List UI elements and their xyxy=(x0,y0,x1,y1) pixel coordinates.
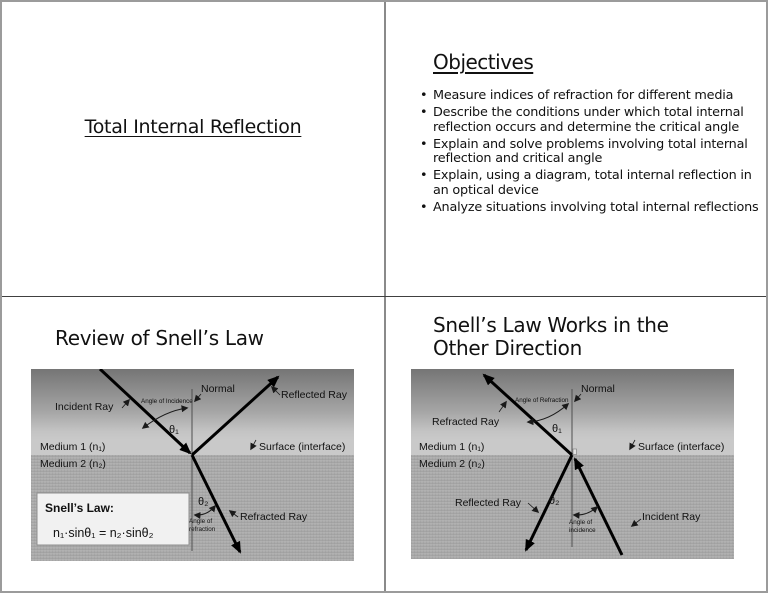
slide-objectives: Objectives Measure indices of refraction… xyxy=(386,2,766,296)
reflected-leader-arrow xyxy=(527,502,540,514)
medium1-label: Medium 1 (n₁) xyxy=(419,441,484,453)
angle-of-refraction-label-line1: Angle of xyxy=(189,518,212,525)
incident-ray-label: Incident Ray xyxy=(642,511,701,523)
medium2-label: Medium 2 (n₂) xyxy=(419,458,485,470)
theta2-label: θ₂ xyxy=(549,495,559,507)
angle-of-incidence-label-line1: Angle of xyxy=(569,519,592,526)
incident-ray-arrow xyxy=(573,457,624,556)
angle-of-refraction-arc xyxy=(526,403,570,426)
angle-of-incidence-arc xyxy=(572,505,599,519)
reflected-ray-arrow xyxy=(190,375,280,457)
refracted-ray-label: Refracted Ray xyxy=(432,416,500,428)
slide-title: Snell’s Law Works in the Other Direction xyxy=(433,313,669,360)
surface-label: Surface (interface) xyxy=(259,441,345,453)
reverse-snells-law-diagram: Refracted Ray Angle of Refraction Normal… xyxy=(411,369,734,559)
horizontal-divider xyxy=(2,296,766,297)
reflected-ray-arrow xyxy=(524,454,574,552)
normal-label: Normal xyxy=(581,383,615,395)
objective-bullet: Explain, using a diagram, total internal… xyxy=(419,169,762,198)
snells-law-heading: Snell’s Law: xyxy=(45,501,114,515)
slide-review-snells-law: Review of Snell’s Law xyxy=(2,297,384,591)
objective-bullet: Explain and solve problems involving tot… xyxy=(419,137,762,167)
objective-bullet: Measure indices of refraction for differ… xyxy=(419,88,762,103)
snells-law-diagram: Incident Ray Angle of Incidence Normal R… xyxy=(31,369,354,561)
angle-of-incidence-label: Angle of Incidence xyxy=(141,398,193,405)
surface-leader-arrow xyxy=(250,439,257,451)
medium2-label: Medium 2 (n₂) xyxy=(40,458,106,470)
page-title: Total Internal Reflection xyxy=(84,116,302,138)
reflected-ray-label: Reflected Ray xyxy=(281,389,348,401)
incident-leader-arrow xyxy=(121,398,130,409)
right-angle-marker xyxy=(572,448,577,455)
refracted-ray-label: Refracted Ray xyxy=(240,511,308,523)
angle-of-incidence-arc xyxy=(141,405,189,429)
angle-of-incidence-label-line2: incidence xyxy=(569,527,596,534)
reflected-leader-arrow xyxy=(270,385,281,396)
theta2-label: θ₂ xyxy=(198,496,208,508)
refracted-ray-arrow xyxy=(190,454,242,554)
slide-title-slide: Total Internal Reflection xyxy=(2,2,384,296)
snells-law-box xyxy=(36,492,190,546)
angle-of-refraction-label: Angle of Refraction xyxy=(515,397,569,404)
surface-leader-arrow xyxy=(629,439,636,451)
slide-other-direction: Snell’s Law Works in the Other Direction xyxy=(386,297,766,591)
normal-label: Normal xyxy=(201,383,235,395)
incident-leader-arrow xyxy=(630,518,642,527)
objective-bullet: Describe the conditions under which tota… xyxy=(419,106,762,135)
surface-label: Surface (interface) xyxy=(638,441,724,453)
theta1-label: θ₁ xyxy=(169,424,179,436)
normal-leader-arrow xyxy=(194,393,202,403)
angle-of-refraction-label-line2: refraction xyxy=(189,526,216,533)
refracted-leader-arrow xyxy=(228,510,239,518)
reflected-ray-label: Reflected Ray xyxy=(455,497,522,509)
objectives-list: Measure indices of refraction for differ… xyxy=(419,88,762,218)
objective-bullet: Analyze situations involving total inter… xyxy=(419,200,762,215)
incident-ray-label: Incident Ray xyxy=(55,401,114,413)
objectives-heading: Objectives xyxy=(433,50,534,74)
snells-law-formula: n₁·sinθ₁ = n₂·sinθ₂ xyxy=(53,526,154,540)
angle-of-refraction-arc xyxy=(193,504,216,519)
theta1-label: θ₁ xyxy=(552,423,562,435)
slide-title: Review of Snell’s Law xyxy=(55,326,264,350)
medium1-label: Medium 1 (n₁) xyxy=(40,441,105,453)
refracted-leader-arrow xyxy=(498,400,507,413)
normal-leader-arrow xyxy=(574,393,582,403)
